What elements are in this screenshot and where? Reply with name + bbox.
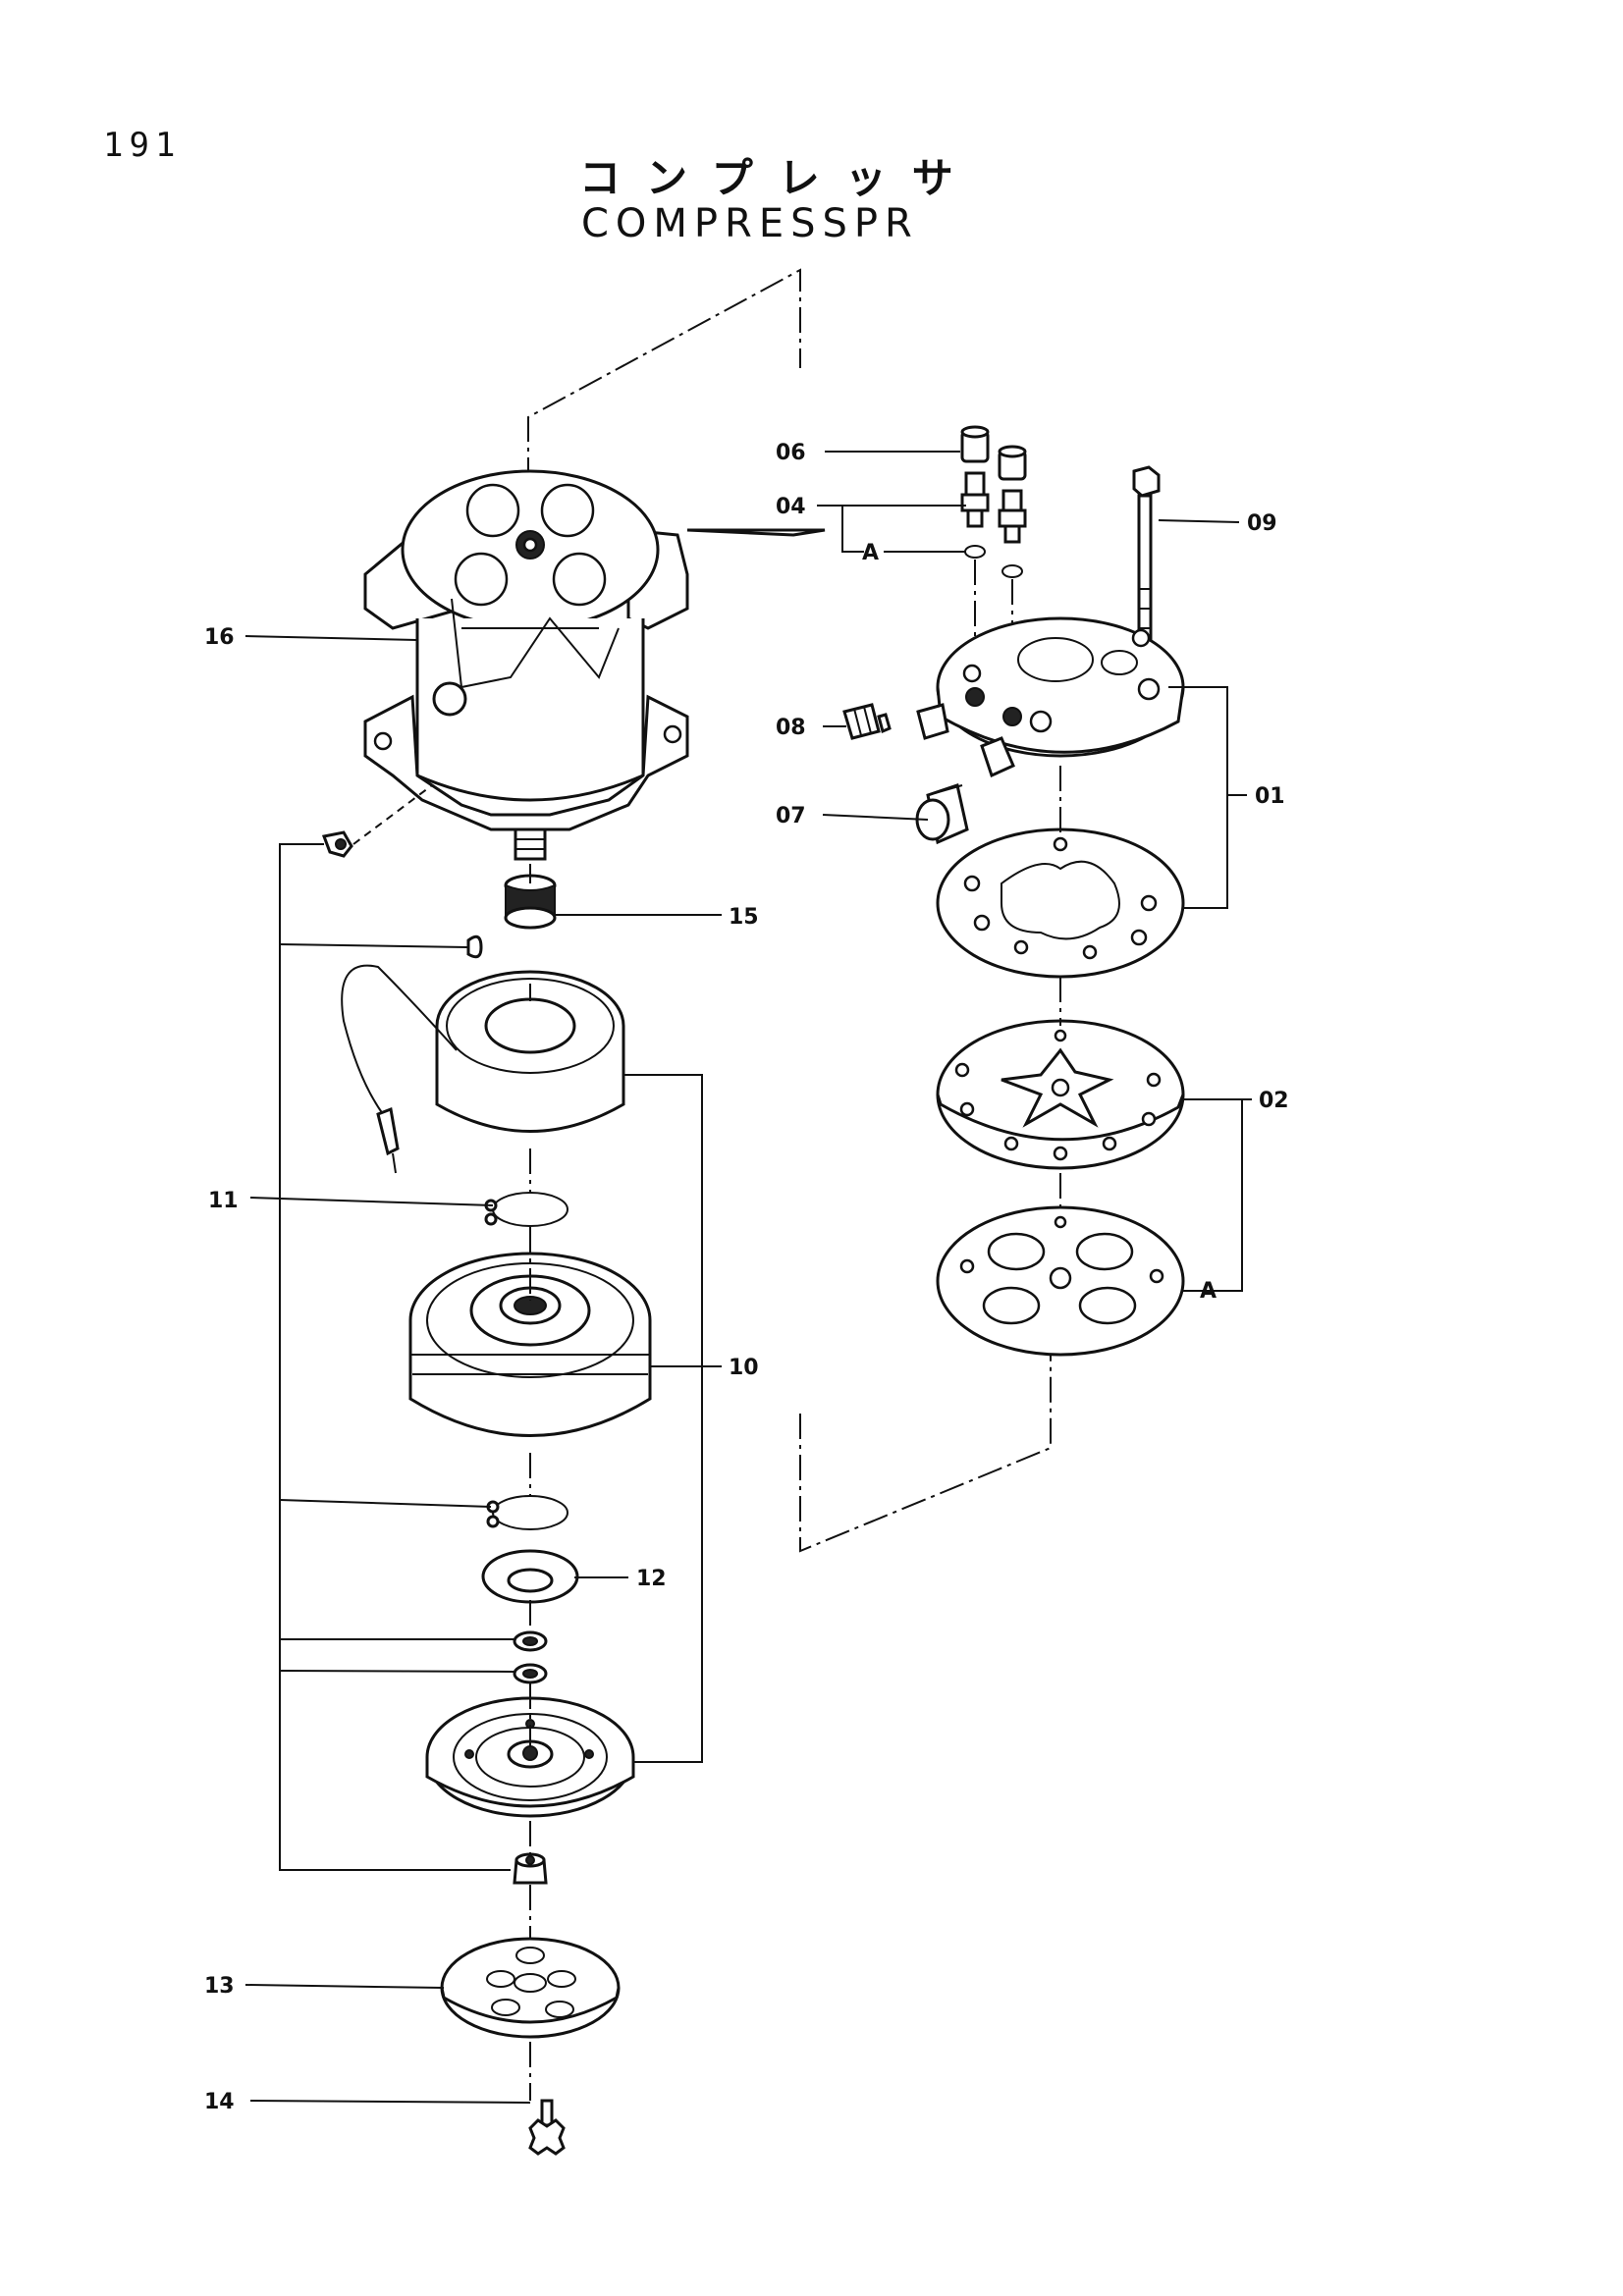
callout-13: 13: [204, 1974, 235, 1999]
page-number: 191: [103, 126, 182, 165]
service-valve-04: [960, 471, 1027, 707]
nut: [513, 1852, 548, 1885]
callout-11: 11: [208, 1189, 239, 1213]
valve-plate-02: [936, 1019, 1185, 1170]
assembly-bracket-right: [1168, 686, 1252, 1292]
callout-leaders: [244, 451, 1240, 2104]
diagram-title-en: COMPRESSPR: [581, 201, 919, 246]
head-gasket-01: [936, 828, 1185, 979]
callout-14: 14: [204, 2090, 235, 2114]
screw-14: [528, 2099, 566, 2156]
front-cover-13: [440, 1937, 621, 2039]
callout-15: 15: [729, 905, 759, 930]
valve-plate-gasket: [936, 1205, 1185, 1357]
field-coil: [341, 964, 625, 1174]
callout-02: 02: [1259, 1089, 1289, 1113]
callout-07: 07: [776, 804, 806, 828]
callout-ref-a-bottom: A: [1200, 1279, 1217, 1304]
callout-12: 12: [636, 1567, 667, 1591]
shaft-seal-15: [504, 874, 557, 930]
snap-ring-11: [484, 1192, 568, 1227]
callout-06: 06: [776, 441, 806, 465]
callout-08: 08: [776, 716, 806, 740]
callout-01: 01: [1255, 784, 1285, 809]
callout-ref-a-top: A: [862, 541, 879, 565]
assembly-bracket-left: [279, 843, 703, 1871]
compressor-body-16: [363, 469, 826, 861]
assembly-connector-top: [527, 268, 1052, 1553]
callout-04: 04: [776, 495, 806, 519]
pulley-rotor-10: [408, 1252, 652, 1437]
clip-part: [321, 784, 433, 858]
diagram-title-jp: コンプレッサ: [579, 154, 979, 202]
callout-16: 16: [204, 625, 235, 650]
callout-10: 10: [729, 1356, 759, 1380]
armature-plate: [425, 1696, 635, 1818]
callout-09: 09: [1247, 511, 1277, 536]
key-part: [466, 934, 483, 959]
valve-cap-06: [960, 425, 1027, 481]
washer-stack: [513, 1630, 548, 1684]
fitting-08: [842, 703, 892, 740]
cover-plate-12: [481, 1549, 579, 1604]
cylinder-head: [916, 616, 1185, 778]
plug-07: [915, 783, 969, 845]
snap-ring: [486, 1495, 568, 1530]
